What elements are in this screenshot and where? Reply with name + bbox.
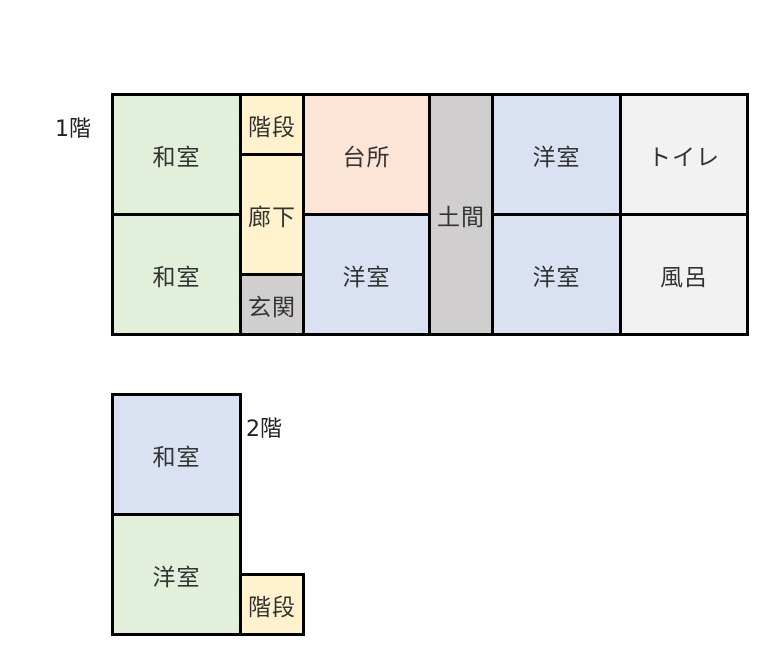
room-entrance: 玄関 xyxy=(239,273,305,336)
room-2f-youshitsu: 洋室 xyxy=(111,513,242,636)
room-bath: 風呂 xyxy=(619,213,749,336)
room-washitsu-top: 和室 xyxy=(111,93,242,216)
floor-2-label: 2階 xyxy=(246,417,282,442)
room-youshitsu-bottom: 洋室 xyxy=(491,213,622,336)
room-youshitsu-center: 洋室 xyxy=(302,213,431,336)
room-toilet: トイレ xyxy=(619,93,749,216)
room-washitsu-bottom: 和室 xyxy=(111,213,242,336)
room-corridor: 廊下 xyxy=(239,153,305,276)
room-doma: 土間 xyxy=(428,93,494,336)
room-youshitsu-top: 洋室 xyxy=(491,93,622,216)
room-kitchen: 台所 xyxy=(302,93,431,216)
room-stairs: 階段 xyxy=(239,93,305,156)
room-2f-stairs: 階段 xyxy=(239,573,305,636)
floor-1-label: 1階 xyxy=(55,117,91,142)
room-2f-washitsu: 和室 xyxy=(111,393,242,516)
